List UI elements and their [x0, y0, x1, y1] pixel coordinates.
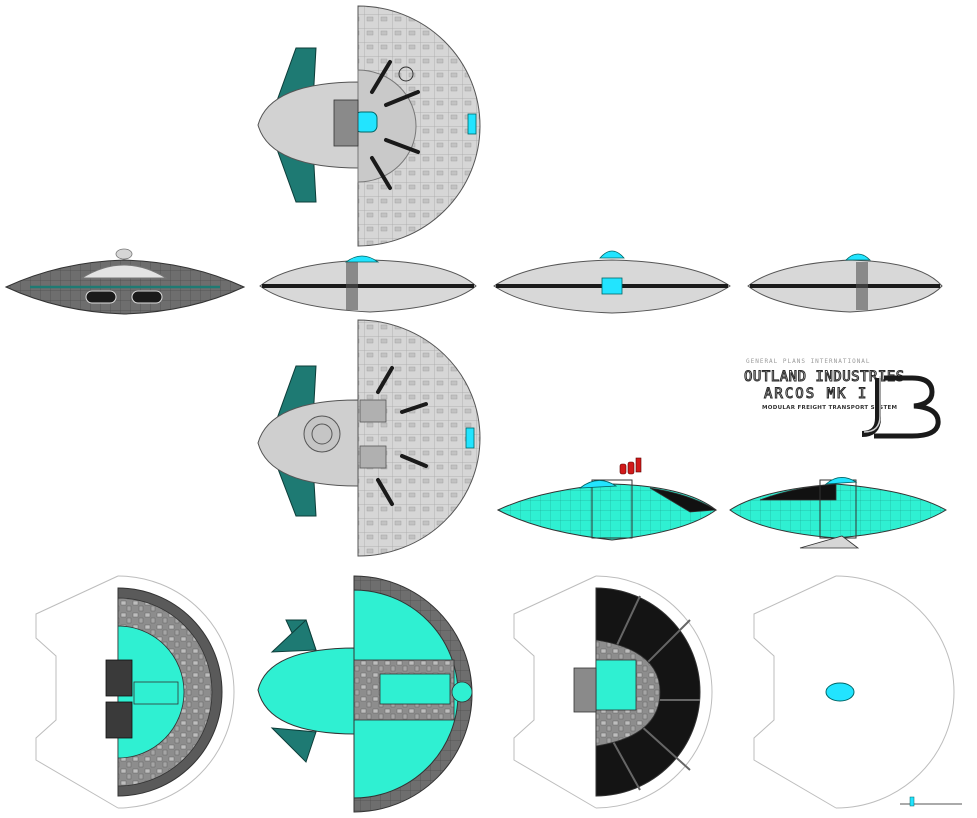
ship-subtitle: MODULAR FREIGHT TRANSPORT SYSTEM: [762, 405, 898, 411]
ship-name: ARCOS MK I: [763, 386, 869, 403]
deck-plan-4: [753, 575, 962, 809]
deck-plan-4-hatch: [825, 682, 855, 702]
side-view-left: [259, 255, 477, 313]
side-view-right: [747, 253, 943, 313]
deck-plan-2: [257, 575, 473, 813]
deck-plan-1: [35, 575, 235, 809]
bottom-view-airlock: [303, 415, 341, 453]
title-block: GENERAL PLANS INTERNATIONAL OUTLAND INDU…: [738, 356, 948, 446]
deck-plan-3: [513, 575, 713, 809]
side-view-center: [493, 250, 731, 314]
bottom-view: [257, 319, 481, 557]
company-name: OUTLAND INDUSTRIES: [744, 369, 905, 386]
top-view: [257, 5, 481, 247]
title-block-top-line: GENERAL PLANS INTERNATIONAL: [746, 358, 871, 365]
front-view: [4, 248, 246, 315]
side-cutaway-right: [729, 477, 947, 549]
side-cutaway-left: [496, 457, 718, 541]
scale-figure-icon: [909, 796, 915, 807]
jb-monogram-logo-icon: [861, 375, 941, 439]
red-marker: [619, 463, 627, 475]
